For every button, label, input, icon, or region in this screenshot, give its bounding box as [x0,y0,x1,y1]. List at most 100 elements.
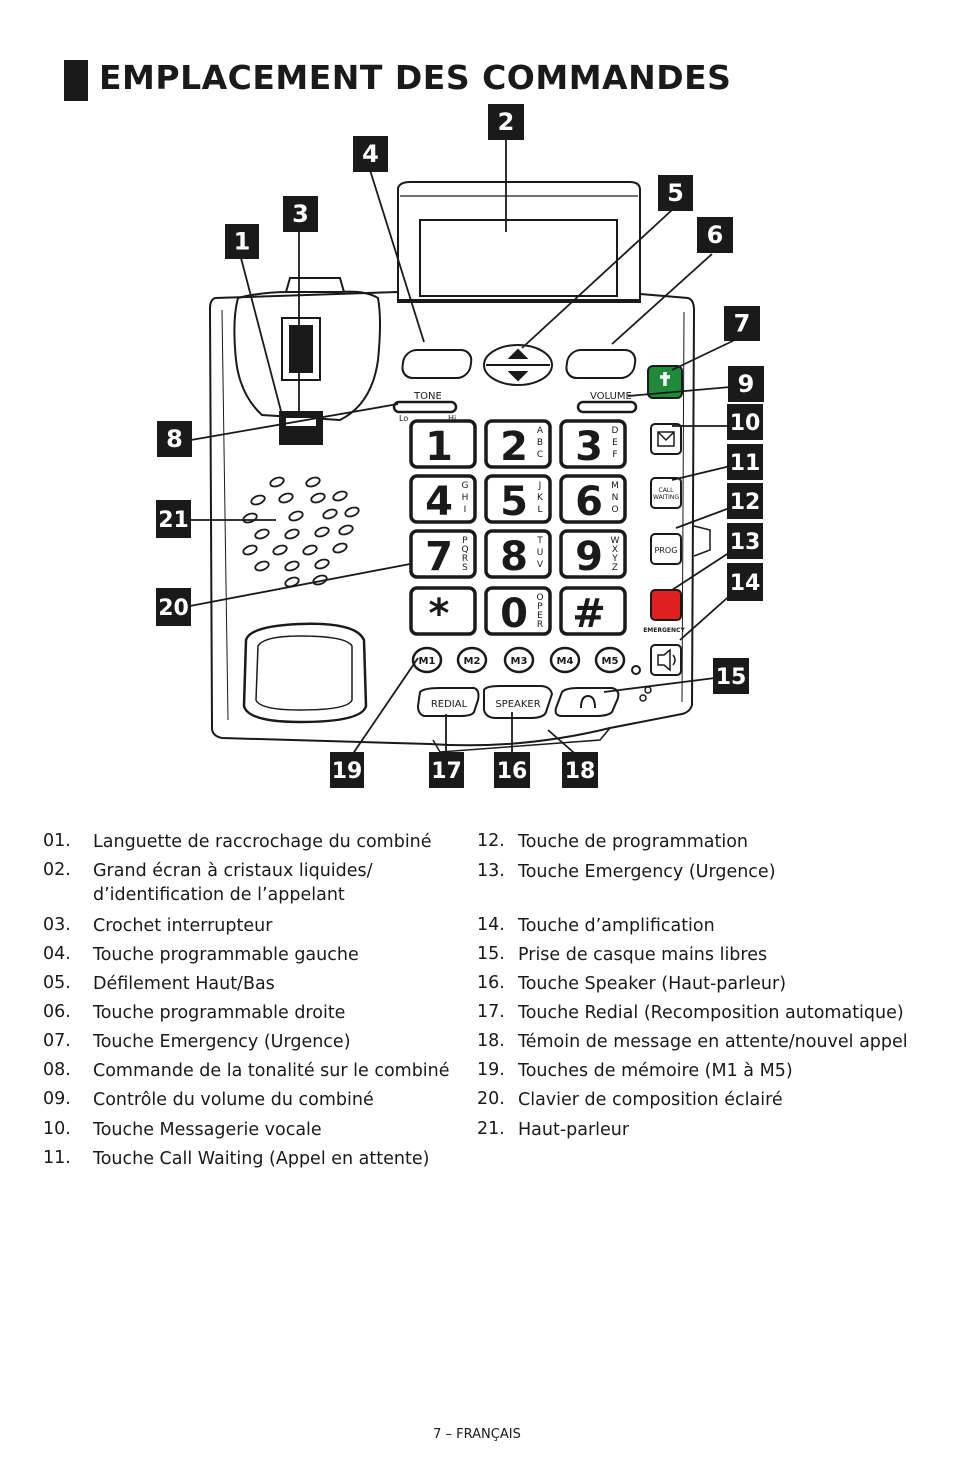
callout-1: 1 [225,224,259,259]
call-waiting-label-2: WAITING [653,494,679,501]
leader-1 [240,257,283,416]
volume-label: VOLUME [590,391,632,402]
call-waiting-key-shape [650,477,682,509]
callout-number: 14 [730,571,761,596]
key-digit: 7 [425,534,453,580]
key-digit: 4 [425,479,453,525]
memory-key-ring [549,646,581,674]
callout-box [429,752,464,788]
key-letter: G [462,481,469,491]
callout-box [283,196,318,232]
leader-8 [190,403,399,441]
key-letter: N [612,493,619,503]
legend-left: 01.Languette de raccrochage du combiné 0… [43,831,450,1169]
call-waiting-label-1: CALL [659,487,675,494]
key-digit: 2 [500,424,528,470]
callout-number: 2 [498,108,515,136]
key-letter: O [536,593,543,603]
callout-box [727,444,763,480]
handset-cradle [233,290,381,422]
leader-6 [611,253,713,345]
nav-key-shape [483,344,553,386]
callout-12: 12 [727,483,763,519]
amplify-key-shape [650,644,682,676]
prog-label: PROG [655,546,678,555]
callout-box [658,175,693,211]
key-letter: E [612,438,618,448]
callout-15: 15 [713,658,749,694]
key-letter: R [537,620,543,630]
key-digit: 9 [575,534,603,580]
key-frame [559,419,627,469]
callout-box [494,752,530,788]
key-digit: 8 [500,534,528,580]
key-letter: P [462,536,468,546]
key-digit: 1 [425,424,453,470]
speaker-grille [242,476,360,588]
key-letter: V [537,560,544,570]
memory-key-2: M2 [456,646,488,674]
prog-key-shape [650,533,682,565]
volume-bar [576,400,638,414]
callout-number: 9 [738,370,755,398]
key-frame [409,474,477,524]
leader-19 [349,657,419,759]
tone-bar [392,400,458,414]
callout-5: 5 [658,175,693,211]
key-letter: M [611,481,619,491]
callout-number: 13 [730,530,761,555]
key-letter: C [537,450,543,460]
memory-key-ring [594,646,626,674]
callout-18: 18 [562,752,598,788]
soft-key-right-shape [565,349,637,379]
callout-number: 15 [716,665,747,690]
lcd-screen [419,219,618,297]
emergency-key-shape [650,589,682,621]
handset-rest [242,622,368,724]
memory-key-label: M4 [557,656,574,667]
tone-lo-label: Lo [399,414,408,423]
callout-box [330,752,364,788]
callout-number: 20 [158,596,189,621]
callout-number: 10 [730,411,761,436]
key-letter: X [612,545,618,555]
key-letter: O [611,505,618,515]
key-frame [559,474,627,524]
callout-box [727,483,763,519]
phone-body [208,290,696,747]
callout-number: 6 [707,221,724,249]
callout-number: 7 [734,310,751,338]
key-letter: E [537,611,543,621]
callout-box [727,404,763,440]
callout-box [713,658,749,694]
callout-21: 21 [156,500,191,538]
memory-key-ring [503,646,535,674]
callout-number: 4 [362,140,379,168]
key-10: * [409,586,477,637]
key-letter: L [537,505,542,515]
callout-box [156,588,191,626]
callout-number: 5 [667,179,684,207]
callout-box [727,563,763,601]
key-12: # [559,586,627,637]
callout-box [225,224,259,259]
key-letter: J [538,481,542,491]
key-frame [409,529,477,579]
leader-7 [671,336,742,371]
tone-label: TONE [413,391,442,402]
key-digit: 6 [575,479,603,525]
key-letter: P [537,602,543,612]
key-letter: T [536,536,543,546]
callout-number: 12 [730,490,761,515]
callout-6: 6 [697,217,733,253]
memory-key-4: M4 [549,646,581,674]
